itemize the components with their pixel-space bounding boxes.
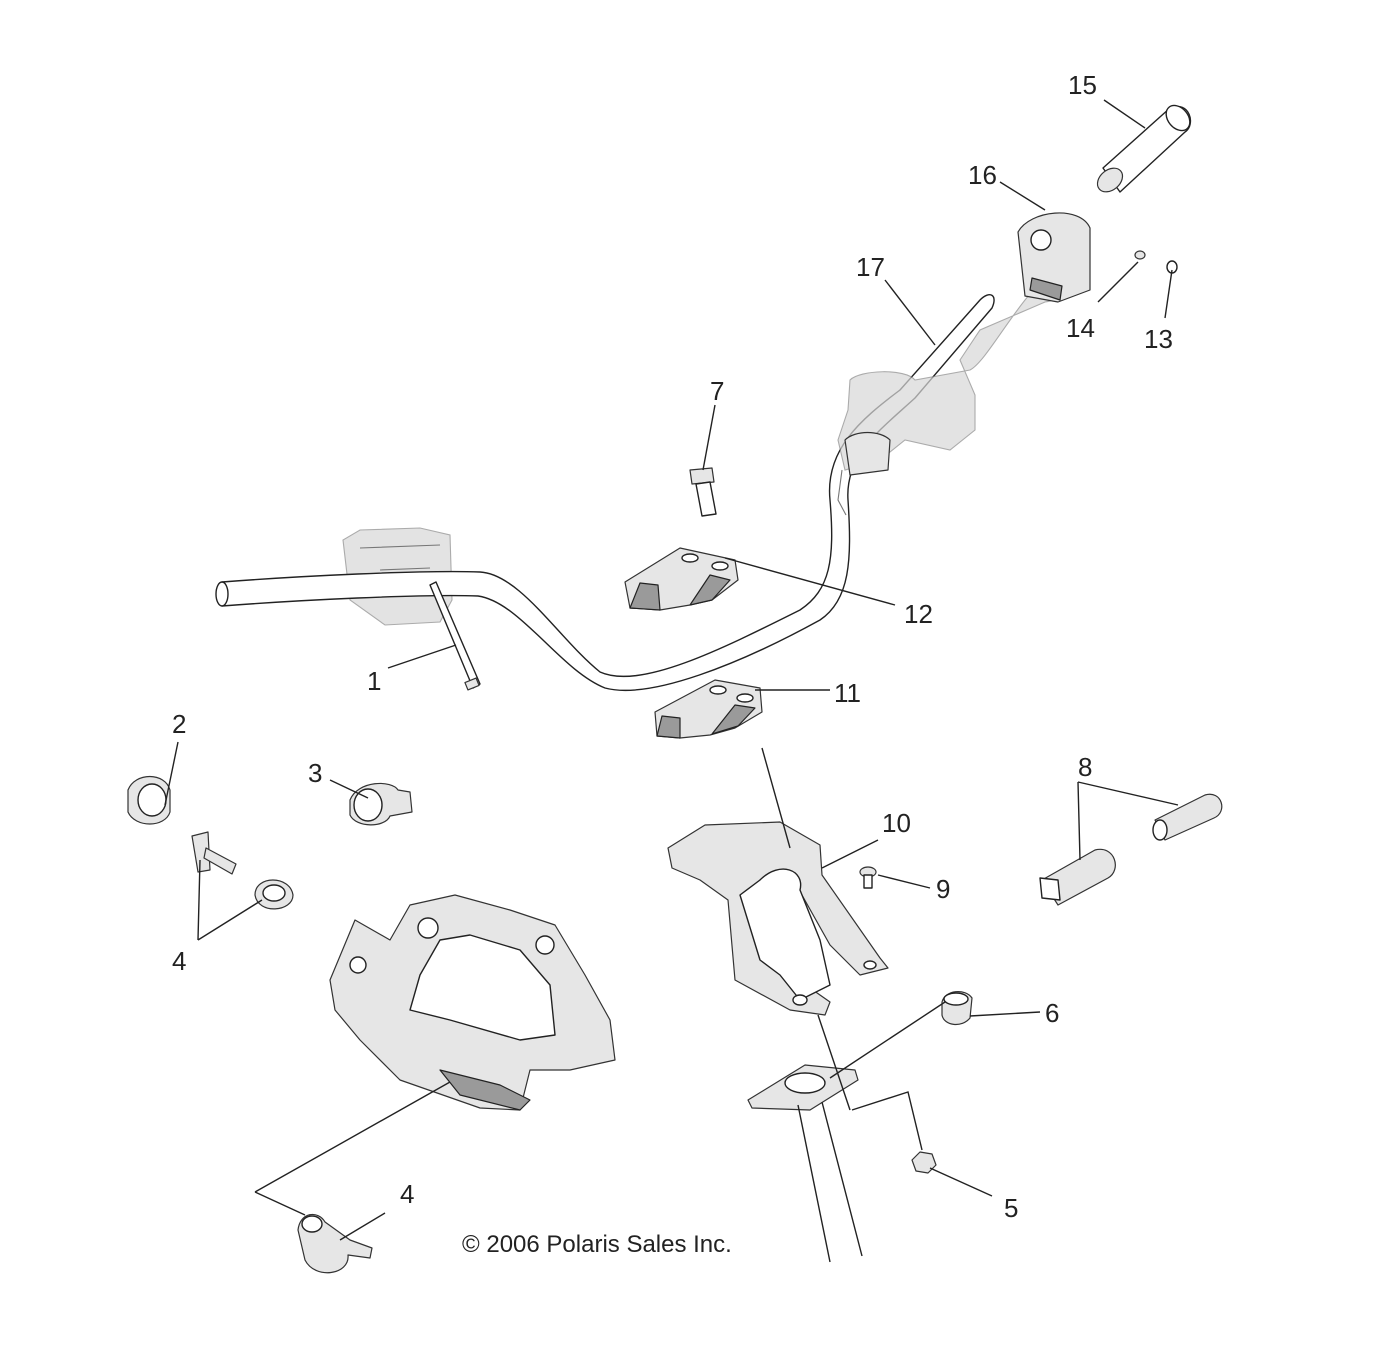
part-3-switch [349, 782, 413, 826]
part-7-bolt [689, 467, 717, 517]
callout-8: 8 [1078, 752, 1092, 782]
callout-15: 15 [1068, 70, 1097, 100]
callout-14: 14 [1066, 313, 1095, 343]
part-5-nut [911, 1151, 937, 1174]
bearing-plate [747, 1064, 859, 1111]
callout-17: 17 [856, 252, 885, 282]
part-11-lower-clamp [654, 679, 763, 739]
callout-5: 5 [1004, 1193, 1018, 1223]
part-8-connector-b [1152, 793, 1223, 841]
steering-column [761, 747, 863, 1263]
callout-6: 6 [1045, 998, 1059, 1028]
part-15-grip [1096, 104, 1192, 193]
part-16-block [1017, 212, 1091, 303]
copyright-notice: © 2006 Polaris Sales Inc. [462, 1231, 732, 1258]
callout-12: 12 [904, 599, 933, 629]
callout-13: 13 [1144, 324, 1173, 354]
part-12-upper-clamp [624, 547, 739, 611]
callout-9: 9 [936, 874, 950, 904]
callout-4-lower: 4 [400, 1179, 414, 1209]
part-14-fitting [1134, 250, 1146, 260]
part-6-bushing [941, 991, 973, 1025]
callout-16: 16 [968, 160, 997, 190]
part-4-key [191, 831, 237, 875]
part-9-screw [859, 866, 877, 889]
leader-lines [164, 99, 1179, 1241]
callout-1: 1 [367, 666, 381, 696]
callout-2: 2 [172, 709, 186, 739]
callout-labels: 1 2 3 4 4 5 6 7 8 9 10 11 12 13 14 15 16… [172, 70, 1173, 1223]
part-2-cap [127, 776, 171, 825]
part-1-cable-tie [429, 581, 481, 691]
headlight-pod [329, 894, 616, 1111]
callout-10: 10 [882, 808, 911, 838]
callout-3: 3 [308, 758, 322, 788]
callout-11: 11 [834, 678, 861, 708]
part-4-key-switch [297, 1213, 373, 1274]
handlebar [215, 271, 1066, 692]
callout-7: 7 [710, 376, 724, 406]
callout-4-upper: 4 [172, 946, 186, 976]
part-4-nut [254, 879, 294, 910]
part-10-bracket [667, 821, 889, 1016]
part-8-connector-a [1039, 848, 1116, 906]
